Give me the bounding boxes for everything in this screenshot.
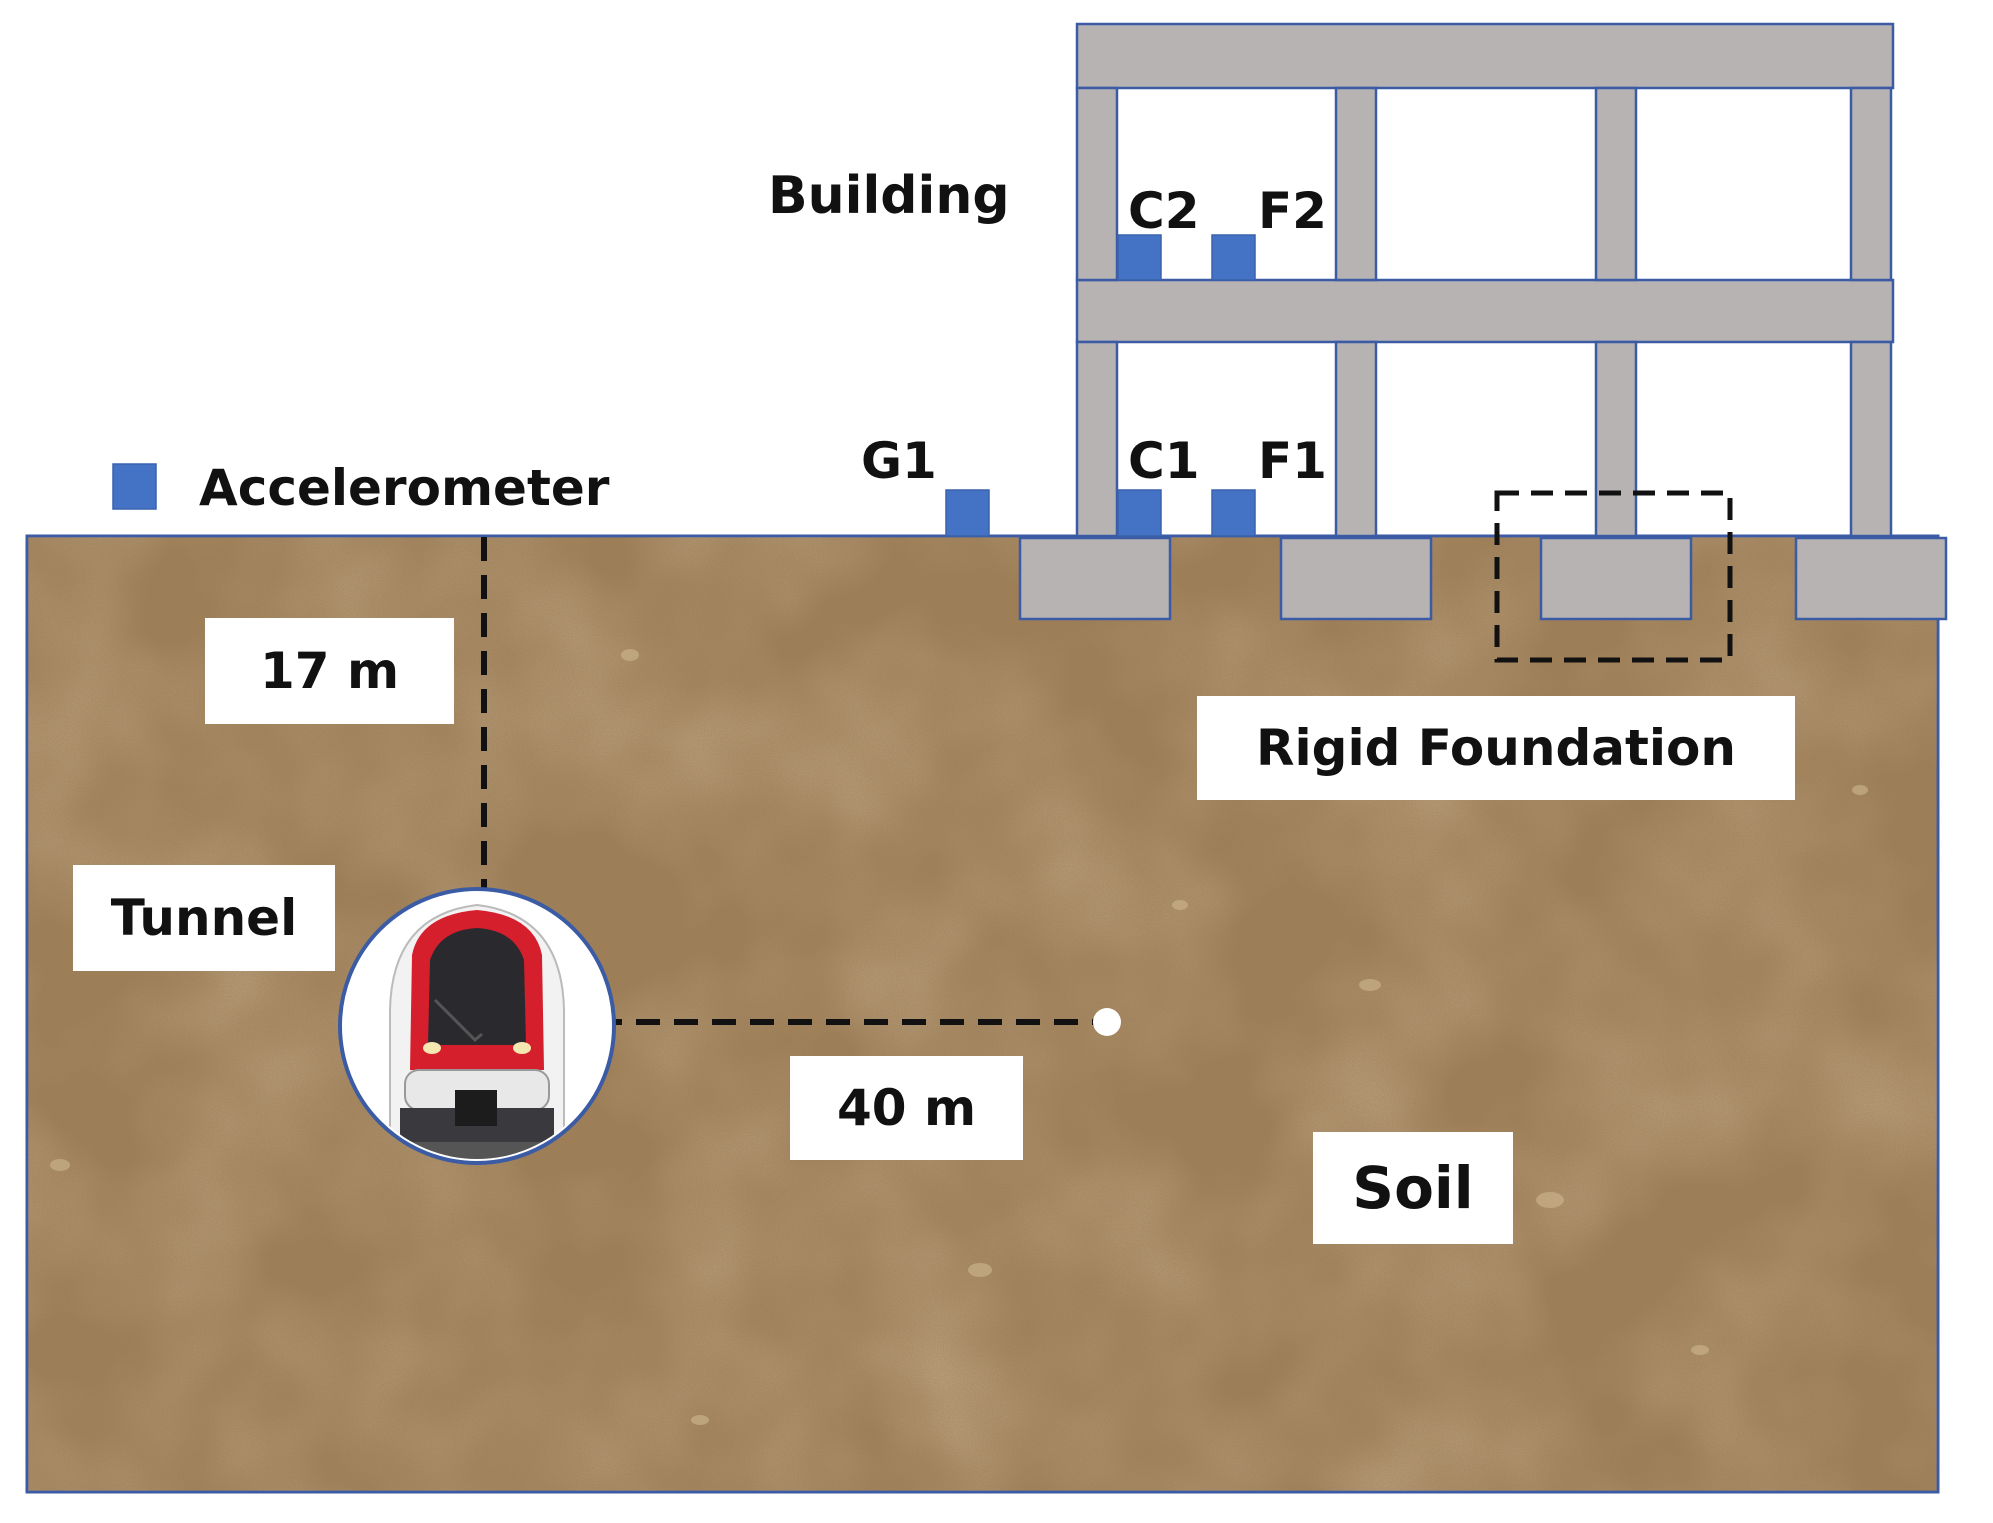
soil-label: Soil [1313, 1132, 1513, 1244]
sensor-g1 [945, 489, 990, 537]
tunnel [338, 887, 616, 1165]
accelerometers [945, 234, 1256, 537]
sensor-label-f2: F2 [1258, 182, 1327, 240]
rigid-foundation-label: Rigid Foundation [1197, 696, 1795, 800]
rigid-foundations [1018, 536, 1948, 621]
sensor-c1 [1117, 489, 1162, 537]
distance-label: 40 m [790, 1056, 1023, 1160]
sensor-f1 [1211, 489, 1256, 537]
depth-label: 17 m [205, 618, 454, 724]
sensor-label-f1: F1 [1258, 432, 1327, 490]
building-label: Building [768, 166, 1010, 226]
sensor-label-c1: C1 [1128, 432, 1200, 490]
legend-marker [112, 463, 157, 510]
legend-label: Accelerometer [199, 459, 610, 517]
sensor-c2 [1117, 234, 1162, 281]
train-front-icon [389, 903, 565, 1159]
foundation-highlight-box [1494, 490, 1733, 663]
building-frame [1075, 22, 1895, 538]
tunnel-label: Tunnel [73, 865, 335, 971]
sensor-label-g1: G1 [861, 432, 937, 490]
sensor-f2 [1211, 234, 1256, 281]
measurement-point [1093, 1008, 1121, 1036]
sensor-label-c2: C2 [1128, 182, 1200, 240]
